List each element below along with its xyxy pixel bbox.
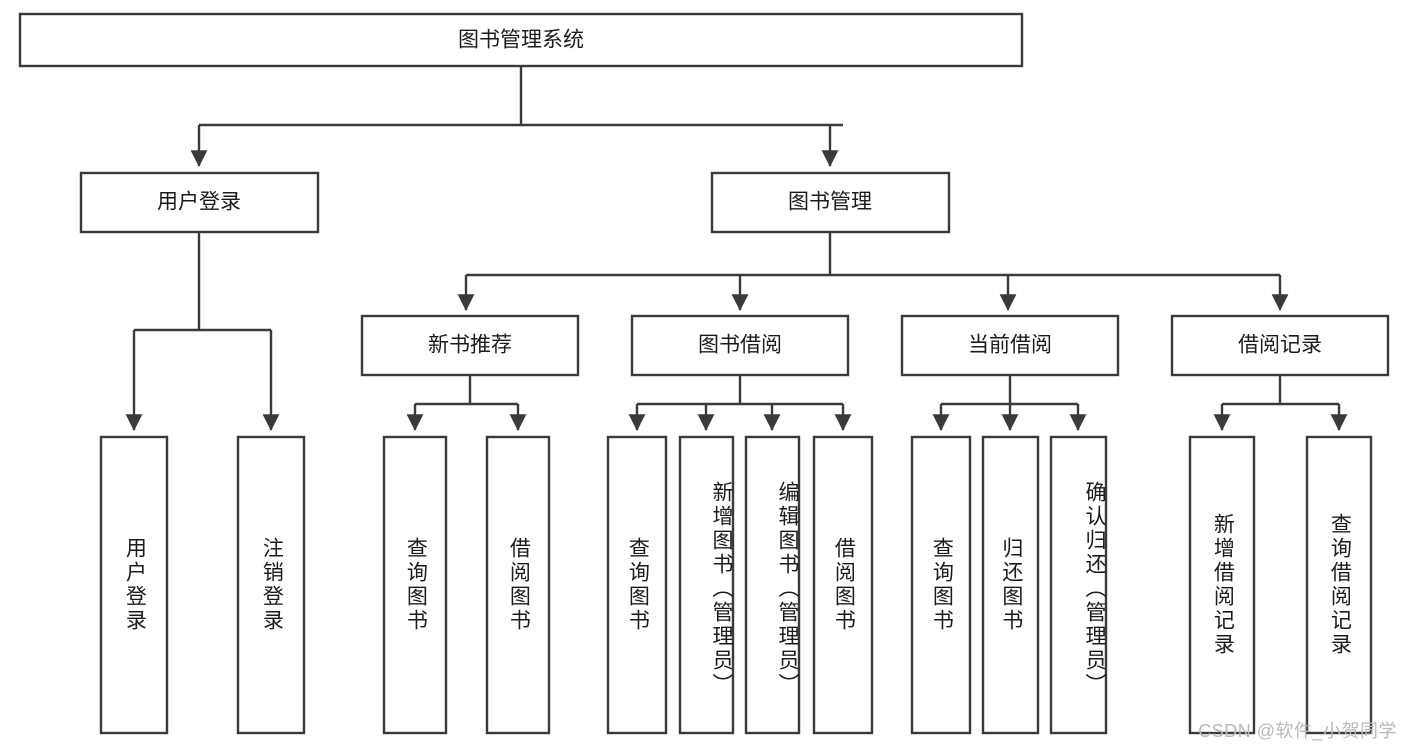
node-leaf-borrow-book-1-box[interactable] xyxy=(485,435,551,735)
node-current-borrow-box[interactable] xyxy=(900,314,1120,377)
node-leaf-return-book-box[interactable] xyxy=(981,435,1040,735)
node-leaf-user-login-box[interactable] xyxy=(99,435,169,735)
node-new-book-rec-box[interactable] xyxy=(360,314,580,377)
connector-group-current-borrow xyxy=(932,375,1087,432)
connector-group-book-borrow xyxy=(628,375,852,432)
node-leaf-edit-book-box[interactable] xyxy=(744,435,801,735)
node-borrow-record[interactable]: 借阅记录 xyxy=(1170,314,1390,377)
node-root[interactable]: 图书管理系统 xyxy=(18,12,1024,68)
node-leaf-query-book-1-box[interactable] xyxy=(382,435,448,735)
connector-group-new-book-rec xyxy=(406,375,527,432)
connector-group-book-manage xyxy=(457,232,1289,312)
watermark-text: CSDN @软件_小贺同学 xyxy=(1198,721,1397,741)
connector-group-root xyxy=(190,66,843,168)
node-book-manage-label: 图书管理 xyxy=(788,191,872,214)
node-leaf-query-book-3-box[interactable] xyxy=(910,435,972,735)
node-book-borrow-label: 图书借阅 xyxy=(698,334,782,357)
node-leaf-add-record-box[interactable] xyxy=(1188,435,1256,735)
connector-group-borrow-record xyxy=(1213,375,1348,432)
node-user-login-box[interactable] xyxy=(79,171,320,234)
connector-group-user-login xyxy=(125,232,280,432)
node-borrow-record-label: 借阅记录 xyxy=(1238,334,1322,357)
node-borrow-record-box[interactable] xyxy=(1170,314,1390,377)
node-leaf-query-book-2-box[interactable] xyxy=(606,435,668,735)
node-leaf-query-record-box[interactable] xyxy=(1305,435,1373,735)
node-leaf-confirm-return-box[interactable] xyxy=(1049,435,1108,735)
node-book-manage[interactable]: 图书管理 xyxy=(710,171,951,234)
node-leaf-logout-box[interactable] xyxy=(236,435,306,735)
node-book-borrow-box[interactable] xyxy=(630,314,850,377)
node-book-borrow[interactable]: 图书借阅 xyxy=(630,314,850,377)
node-new-book-rec[interactable]: 新书推荐 xyxy=(360,314,580,377)
node-root-box[interactable] xyxy=(18,12,1024,68)
node-current-borrow[interactable]: 当前借阅 xyxy=(900,314,1120,377)
node-book-manage-box[interactable] xyxy=(710,171,951,234)
node-user-login-label: 用户登录 xyxy=(157,191,241,214)
node-leaf-borrow-book-2-box[interactable] xyxy=(812,435,874,735)
node-current-borrow-label: 当前借阅 xyxy=(968,334,1052,357)
node-user-login[interactable]: 用户登录 xyxy=(79,171,320,234)
node-new-book-rec-label: 新书推荐 xyxy=(428,334,512,357)
node-leaf-add-book-box[interactable] xyxy=(678,435,735,735)
node-root-label: 图书管理系统 xyxy=(458,29,584,52)
